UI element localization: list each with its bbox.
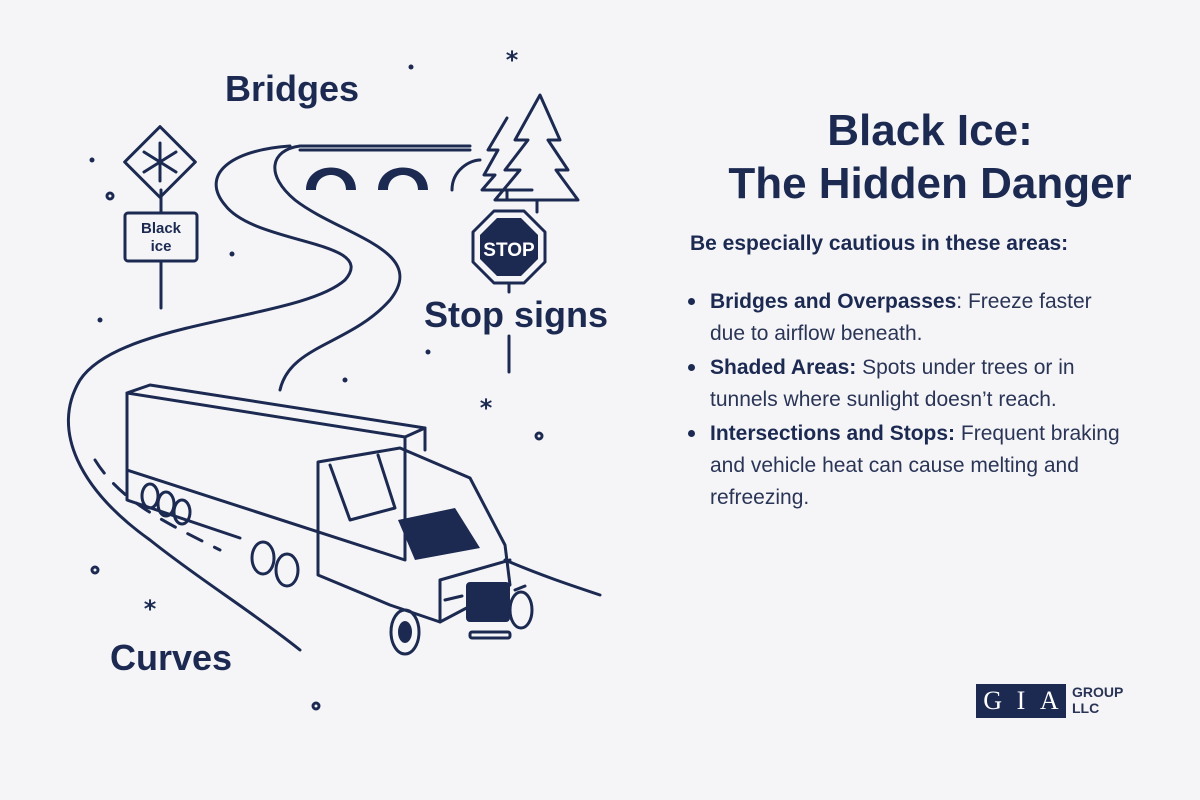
info-panel: Black Ice: The Hidden Danger Be especial… xyxy=(640,0,1200,800)
semi-truck xyxy=(125,383,534,656)
logo-mark: G I A xyxy=(976,684,1066,718)
tips-list: Bridges and Overpasses: Freeze faster du… xyxy=(688,286,1128,516)
road-right-edge xyxy=(273,144,472,392)
logo-line-1: GROUP xyxy=(1072,684,1124,700)
bridge xyxy=(298,148,482,192)
list-item: Bridges and Overpasses: Freeze faster du… xyxy=(688,286,1128,350)
tip-term: Shaded Areas: xyxy=(710,356,857,379)
tip-text: : Freeze faster due to airflow beneath. xyxy=(710,290,1092,345)
label-bridges: Bridges xyxy=(225,68,360,109)
road-center-line xyxy=(93,458,222,552)
star-icon: * xyxy=(144,595,157,623)
star-icon: * xyxy=(506,46,519,74)
intro-text: Be especially cautious in these areas: xyxy=(690,232,1069,255)
tip-term: Bridges and Overpasses xyxy=(710,290,957,313)
logo-letter: G xyxy=(983,686,1003,715)
tip-term: Intersections and Stops: xyxy=(710,422,956,445)
logo-letter: I xyxy=(1016,686,1026,715)
tip-text: Spots under trees or in tunnels where su… xyxy=(710,356,1075,411)
title-line-2: The Hidden Danger xyxy=(728,159,1132,209)
pine-trees xyxy=(480,93,580,214)
company-logo: G I A GROUP LLC xyxy=(976,684,1136,720)
title-line-1: Black Ice: xyxy=(827,106,1033,156)
black-ice-sign-line2: ice xyxy=(151,238,172,255)
black-ice-sign-line1: Black xyxy=(141,220,182,237)
label-stop-signs: Stop signs xyxy=(424,294,609,335)
stop-sign-text: STOP xyxy=(483,240,535,261)
list-item: Intersections and Stops: Frequent brakin… xyxy=(688,418,1128,514)
bullet-icon xyxy=(688,364,695,371)
logo-letter: A xyxy=(1039,686,1059,715)
road-left-edge xyxy=(66,144,353,652)
logo-line-2: LLC xyxy=(1072,700,1100,716)
bullet-icon xyxy=(688,430,695,437)
stop-sign: STOP xyxy=(471,209,547,374)
snow-decorations: * * * xyxy=(89,46,544,711)
list-item: Shaded Areas: Spots under trees or in tu… xyxy=(688,352,1128,416)
star-icon: * xyxy=(480,394,493,422)
black-ice-sign: Black ice xyxy=(123,125,199,310)
tip-text: Frequent braking and vehicle heat can ca… xyxy=(710,422,1120,509)
snowflake-icon xyxy=(142,141,178,183)
label-curves: Curves xyxy=(110,637,233,678)
bullet-icon xyxy=(688,298,695,305)
road-far-edge xyxy=(503,558,602,597)
road-illustration: Black ice STOP xyxy=(66,46,602,711)
logo-text: GROUP LLC xyxy=(1072,684,1123,716)
page-title: Black Ice: The Hidden Danger xyxy=(670,105,1190,211)
